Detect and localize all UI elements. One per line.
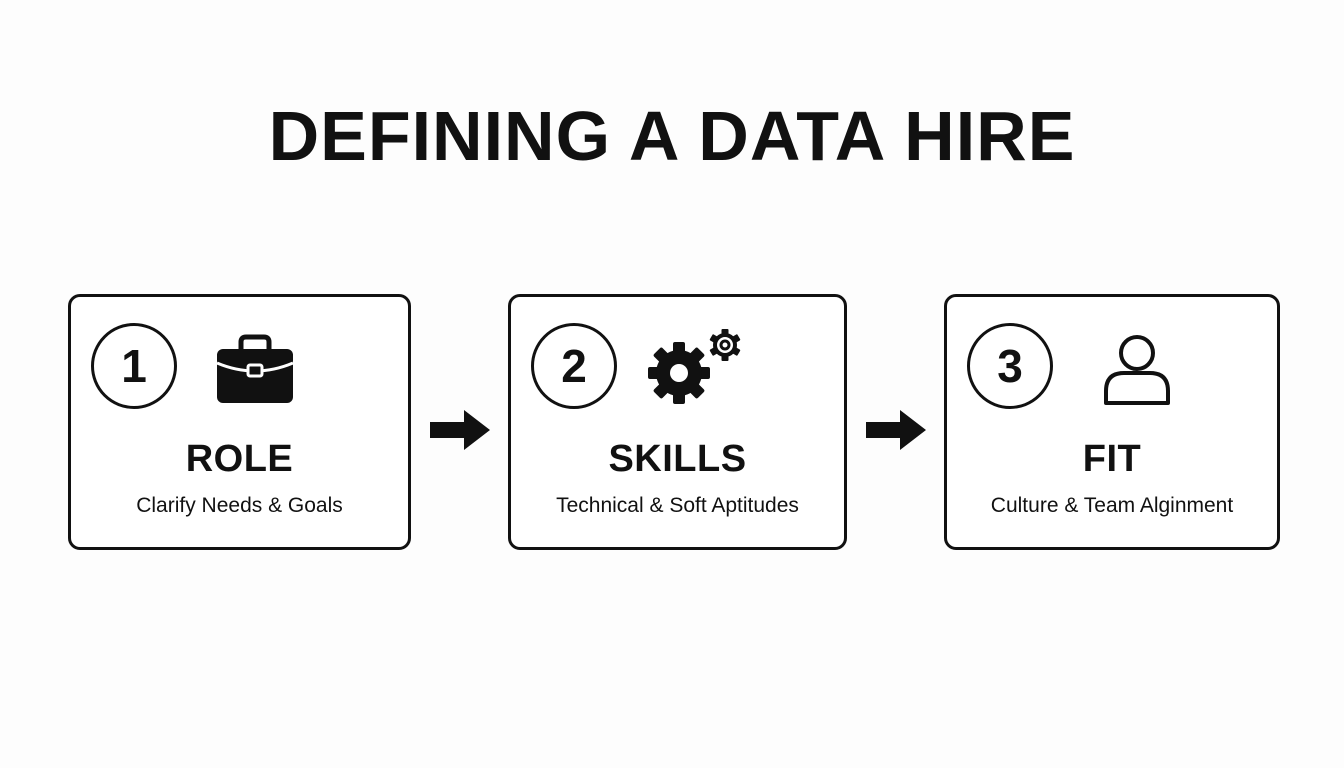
diagram-title: DEFINING A DATA HIRE — [268, 97, 1076, 175]
arrow-right-icon — [430, 410, 490, 450]
step-card-skills: 2 — [508, 294, 847, 550]
step-number-badge: 2 — [531, 323, 617, 409]
step-card-role: 1 ROLE Clarify Needs & Goals — [68, 294, 411, 550]
step-label: FIT — [1082, 438, 1142, 480]
step-label: SKILLS — [608, 438, 747, 480]
arrow-right-icon — [866, 410, 926, 450]
person-icon — [1104, 335, 1170, 405]
step-number-badge: 1 — [91, 323, 177, 409]
step-description: Technical & Soft Aptitudes — [556, 494, 799, 517]
step-number-badge: 3 — [967, 323, 1053, 409]
step-description: Culture & Team Alginment — [990, 494, 1234, 517]
step-card-fit: 3 FIT Culture & Team Alginment — [944, 294, 1280, 550]
step-description: Clarify Needs & Goals — [136, 494, 343, 517]
step-label: ROLE — [185, 438, 294, 480]
gears-icon — [648, 329, 741, 404]
briefcase-icon — [216, 334, 294, 403]
